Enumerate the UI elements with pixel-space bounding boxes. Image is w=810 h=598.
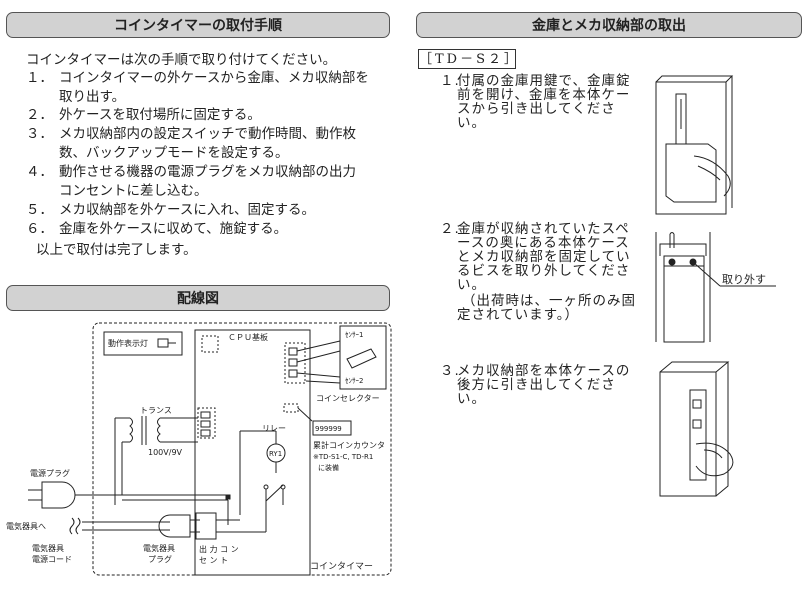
install-step-2: ２．外ケースを取付場所に固定する。 xyxy=(26,107,261,123)
wiring-diagram: 動作表示灯 ＣＰＵ基板 ｾﾝｻｰ1 ｾﾝｻｰ2 コインセレクター トランス 10… xyxy=(6,322,392,576)
power-plug-label: 電源プラグ xyxy=(30,468,70,478)
counter-note1: ※TD-S1-C, TD-R1 xyxy=(313,453,373,461)
counter-note2: に装備 xyxy=(318,463,339,472)
install-intro: コインタイマーは次の手順で取り付けてください。 xyxy=(26,52,337,68)
sensor1-label: ｾﾝｻｰ1 xyxy=(345,331,363,339)
appliance-plug-label-1: 電気器具 xyxy=(143,543,175,553)
relay-coil-label: RY1 xyxy=(269,450,282,458)
counter-digits: 999999 xyxy=(315,425,342,433)
cpu-label: ＣＰＵ基板 xyxy=(228,332,268,342)
wiring-title: 配線図 xyxy=(6,285,390,311)
safe-removal-illustration xyxy=(655,75,734,215)
appliance-cord-label-2: 電源コード xyxy=(32,555,72,564)
cpu-board xyxy=(194,329,311,576)
install-title: コインタイマーの取付手順 xyxy=(6,12,390,38)
screw-removal-illustration: 取り外す xyxy=(655,232,776,343)
coin-selector-label: コインセレクター xyxy=(316,394,380,403)
appliance-cord-label-1: 電気器具 xyxy=(32,543,64,553)
mechanism-removal-illustration xyxy=(659,361,734,497)
appliance-plug-label-2: プラグ xyxy=(148,554,172,564)
install-step-4: ４．動作させる機器の電源プラグをメカ収納部の出力 コンセントに差し込む。 xyxy=(26,164,356,199)
coin-selector-box xyxy=(339,325,387,390)
install-step-6: ６．金庫を外ケースに収めて、施錠する。 xyxy=(26,221,288,237)
relay-label: リレー xyxy=(262,424,286,433)
install-step-3: ３．メカ収納部内の設定スイッチで動作時間、動作枚 数、バックアップモードを設定す… xyxy=(26,126,356,161)
appliance-to-label: 電気器具へ xyxy=(6,521,46,531)
appliance-plug xyxy=(158,514,191,538)
outlet-label-1: 出 力 コ ン xyxy=(199,544,239,554)
install-step-1: １．コインタイマーの外ケースから金庫、メカ収納部を 取り出す。 xyxy=(26,70,369,105)
coin-counter-box xyxy=(312,420,352,436)
voltage-label: 100V/9V xyxy=(148,448,183,457)
outlet-label-2: セ ン ト xyxy=(199,556,228,565)
indicator-label: 動作表示灯 xyxy=(108,338,148,348)
transformer-coil-1 xyxy=(129,417,133,443)
indicator-box xyxy=(103,331,183,356)
power-plug xyxy=(41,481,76,509)
removal-title: 金庫とメカ収納部の取出 xyxy=(416,12,802,38)
transformer-coil-2 xyxy=(157,417,161,443)
coin-selector-icon xyxy=(346,348,377,369)
transformer-label: トランス xyxy=(140,406,172,415)
counter-label: 累計コインカウンタ xyxy=(313,440,385,450)
remove-label: 取り外す xyxy=(722,273,766,286)
indicator-lamp xyxy=(157,338,169,348)
model-label: ［TD－S２］ xyxy=(418,49,517,69)
install-step-5: ５．メカ収納部を外ケースに入れ、固定する。 xyxy=(26,202,315,218)
output-outlet xyxy=(195,512,217,540)
sensor-connector xyxy=(284,342,306,384)
install-outro: 以上で取付は完了します。 xyxy=(36,242,197,258)
coin-timer-label: コインタイマー xyxy=(310,561,373,572)
sensor2-label: ｾﾝｻｰ2 xyxy=(345,377,363,385)
